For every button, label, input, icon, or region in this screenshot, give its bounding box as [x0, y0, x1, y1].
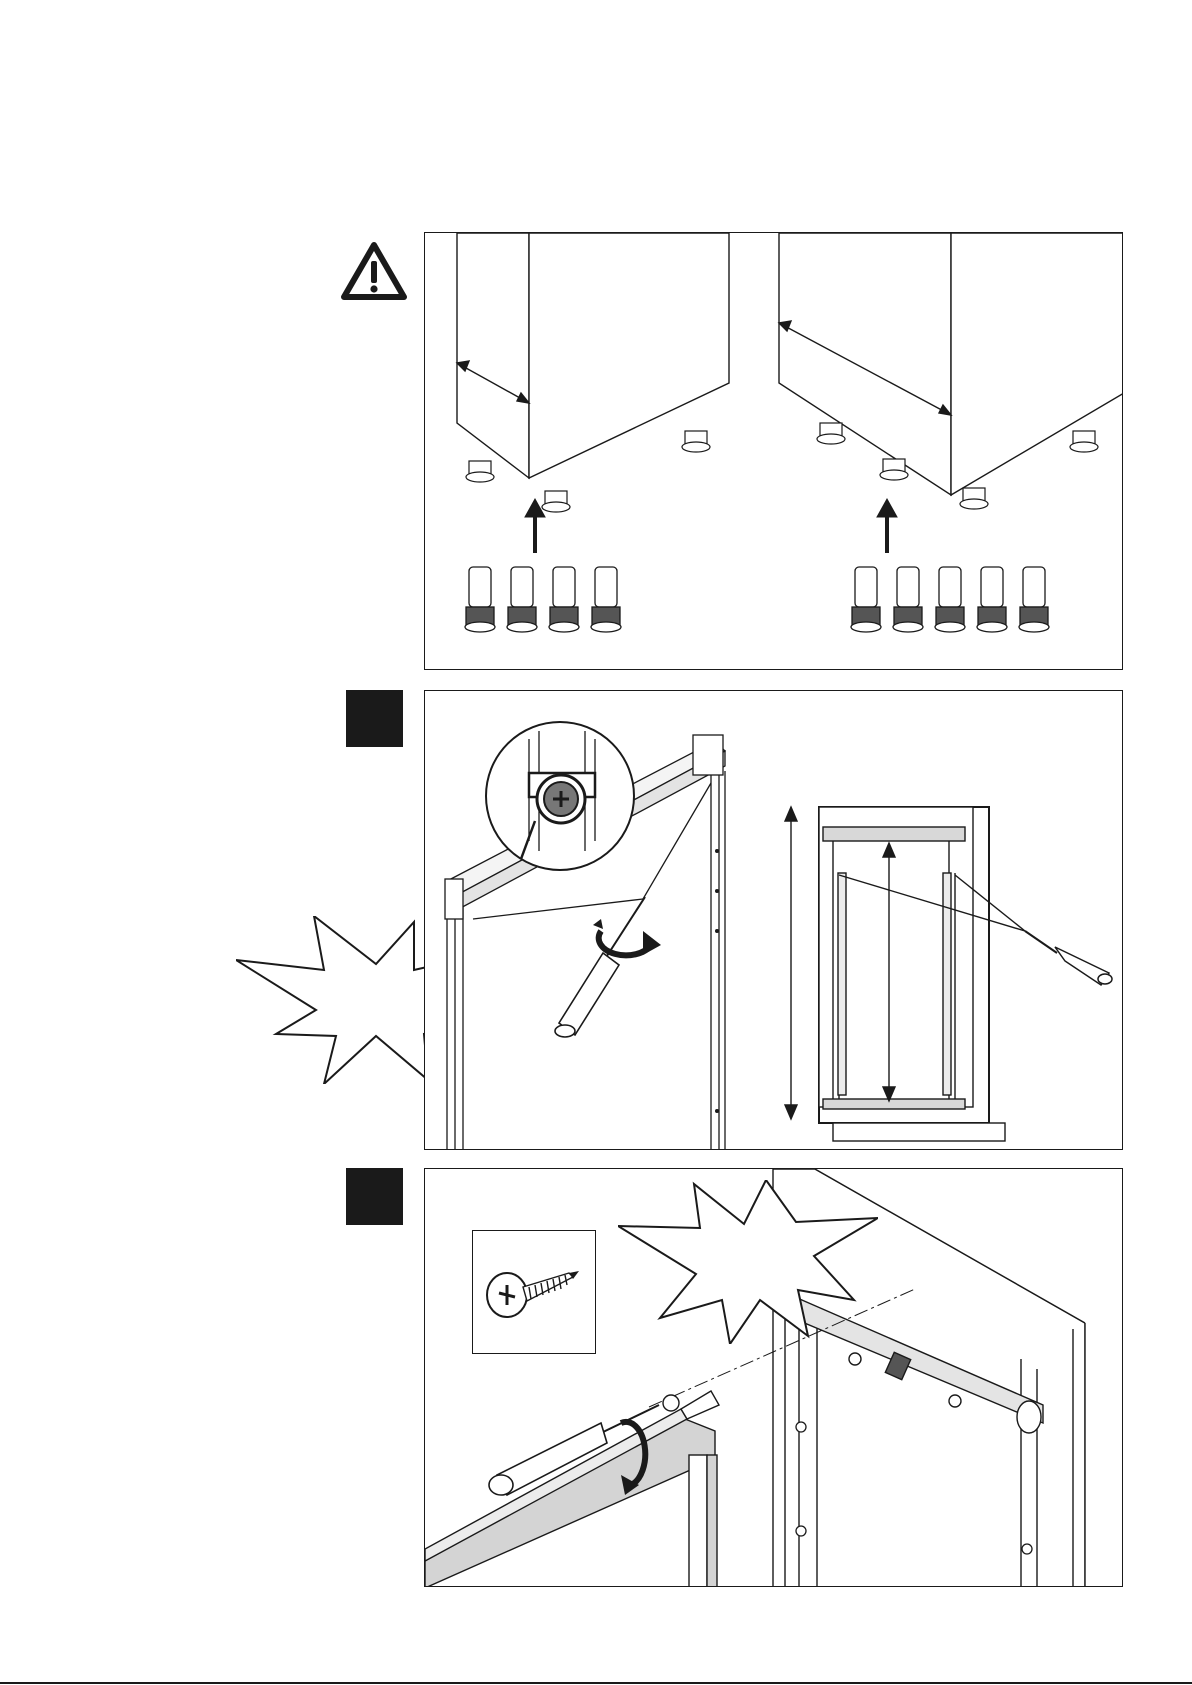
screw-inset: [472, 1230, 596, 1354]
warning-triangle-icon: [340, 241, 408, 301]
step-badge-b: [346, 1168, 403, 1225]
magnifier-detail: [486, 722, 634, 870]
page-bottom-rule: [0, 1682, 1192, 1684]
drawer-front-view: [785, 807, 1025, 1141]
rail-beam: [425, 1391, 719, 1587]
screwdriver-icon: [555, 897, 645, 1037]
panel-rail-adjustment: [424, 690, 1123, 1150]
cabinet-feet-illustration: [425, 233, 1123, 670]
starburst-callout-right: [618, 1180, 878, 1344]
screwdriver-small-icon: [1025, 931, 1112, 985]
step-badge-a: [346, 690, 403, 747]
panel-cabinet-feet: [424, 232, 1123, 670]
screw-icon: [473, 1231, 594, 1352]
rail-adjustment-illustration: [425, 691, 1123, 1150]
